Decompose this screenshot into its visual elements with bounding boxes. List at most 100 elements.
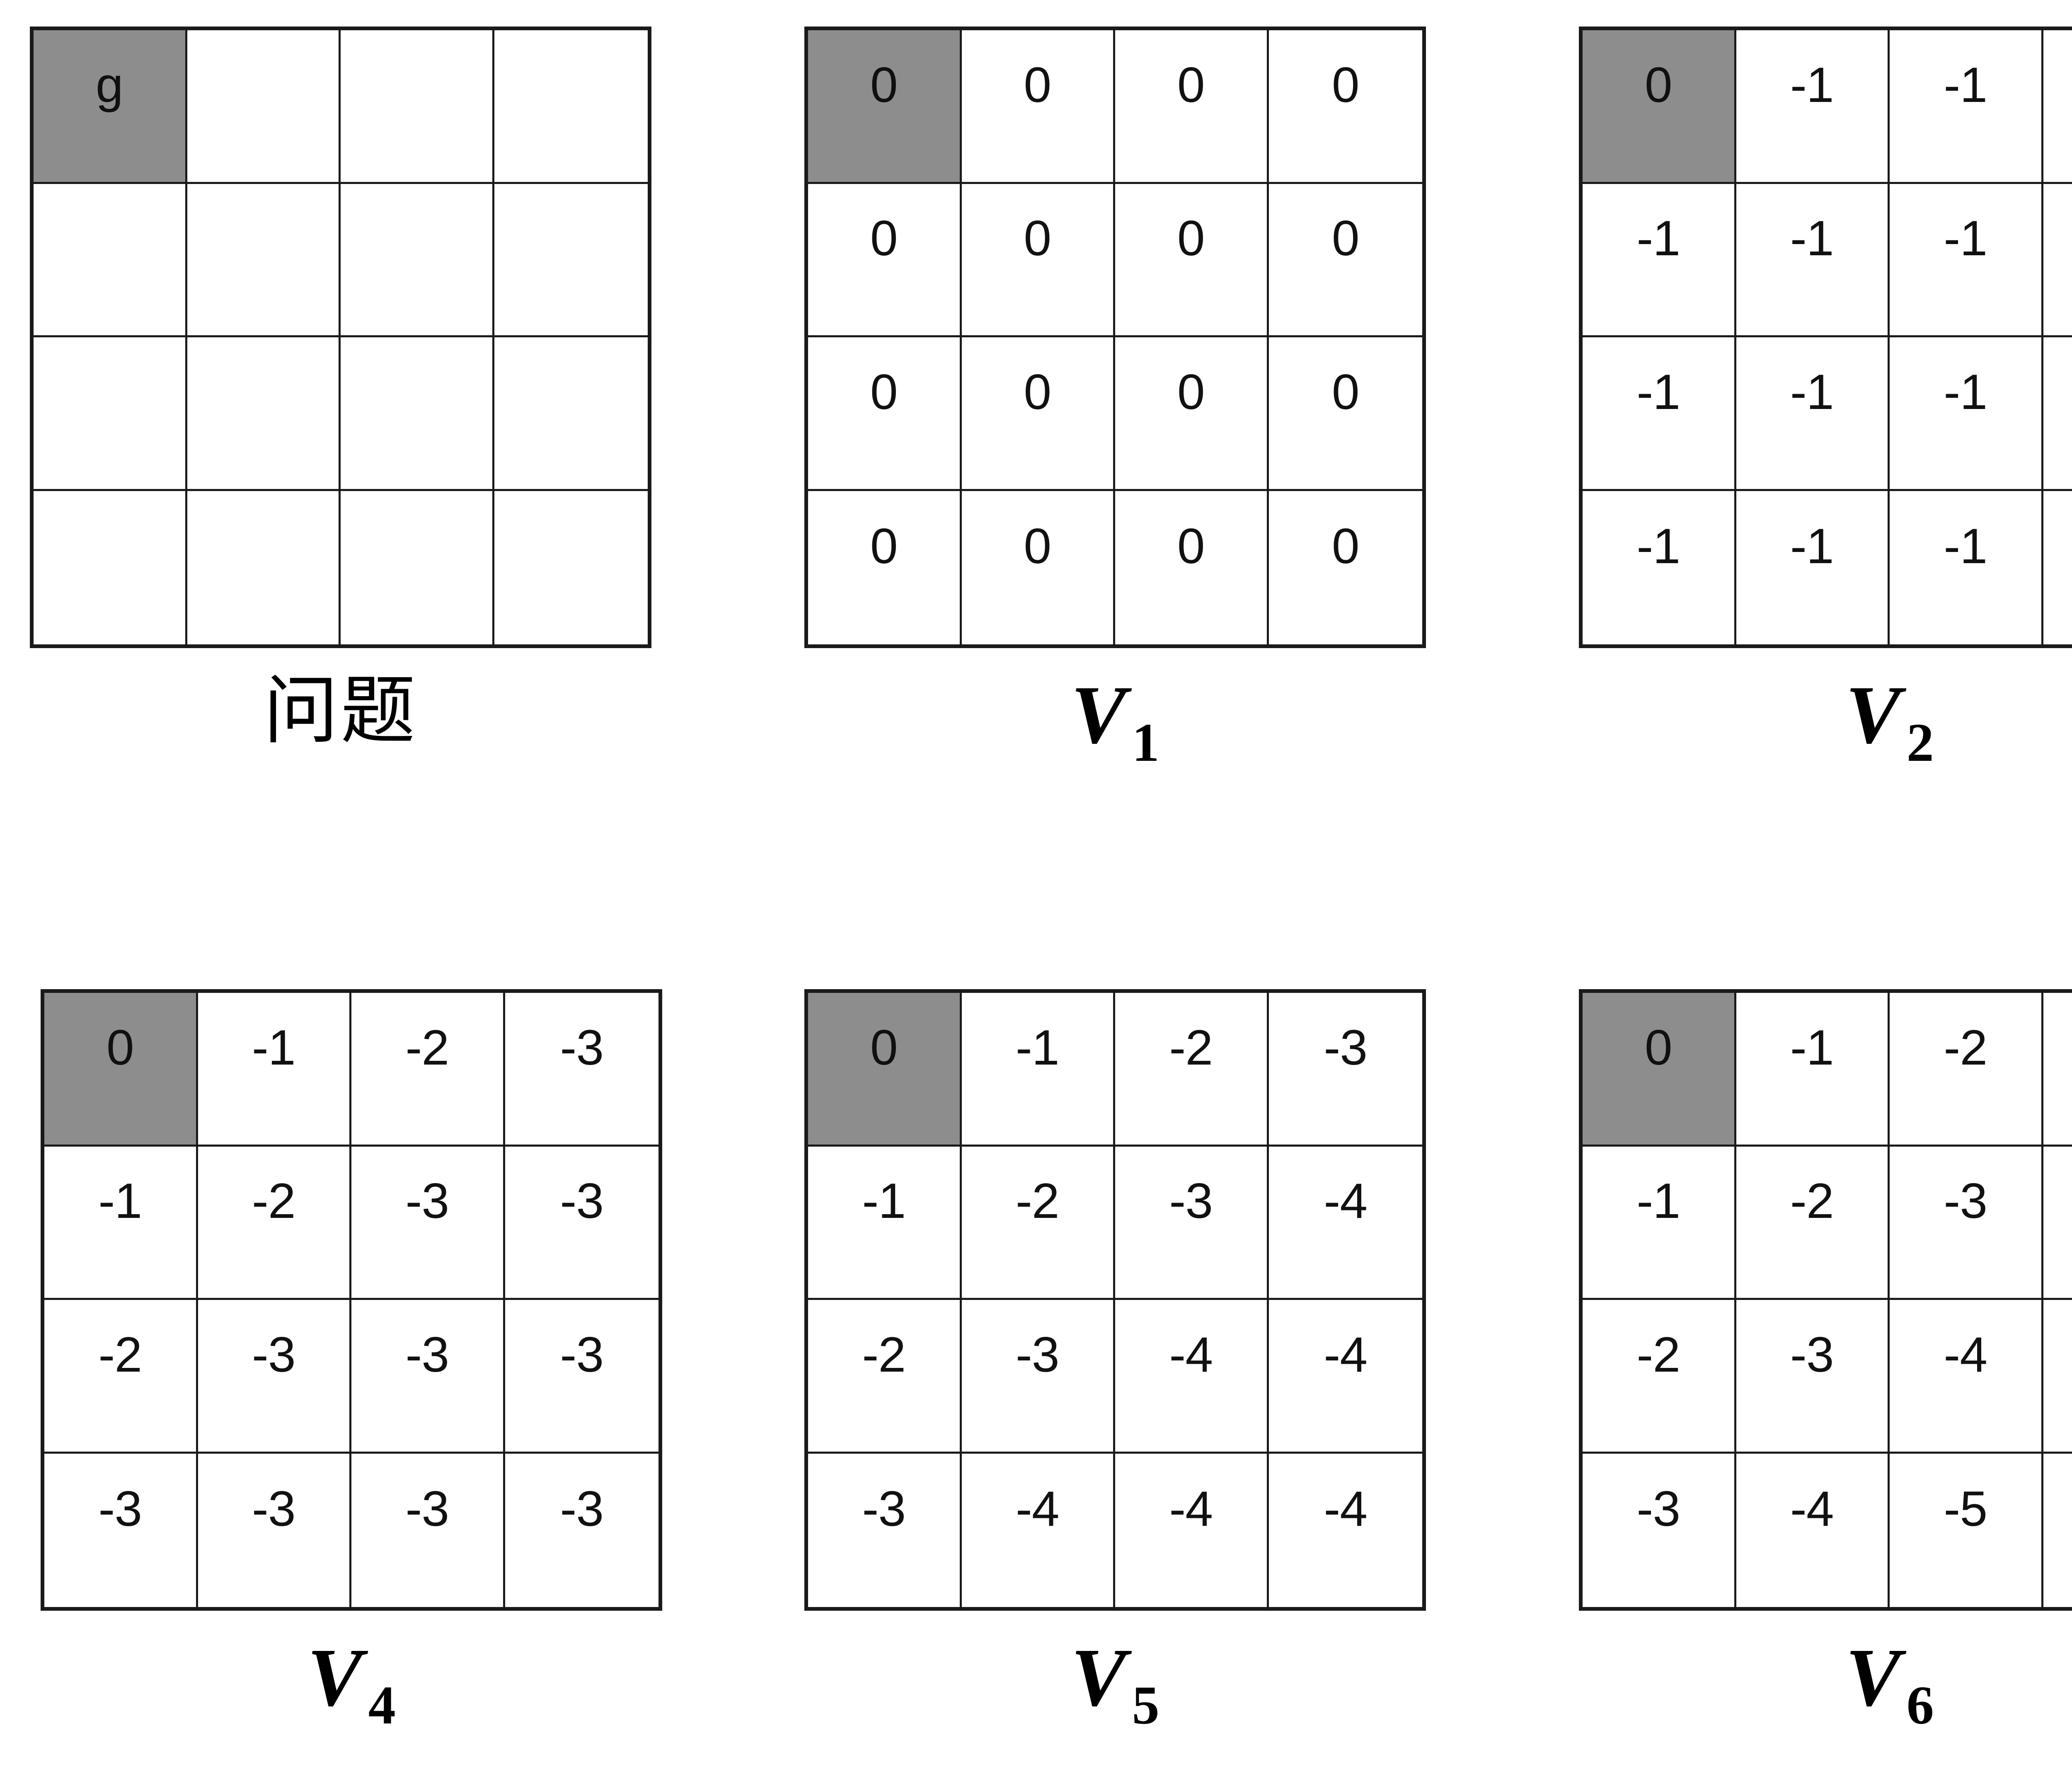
grid-cell: -1 bbox=[2043, 491, 2072, 644]
cell-value: -2 bbox=[1169, 1019, 1213, 1075]
cell-value: -4 bbox=[1790, 1481, 1834, 1537]
cell-value: -3 bbox=[98, 1481, 142, 1537]
cell-value: -1 bbox=[2043, 213, 2072, 263]
grid-cell bbox=[187, 491, 341, 644]
grid-cell: -3 bbox=[2043, 993, 2072, 1147]
cell-value: -1 bbox=[1944, 364, 1987, 420]
grid-cell: -3 bbox=[505, 1453, 658, 1607]
grid-panel-problem: g 问题 bbox=[30, 27, 651, 782]
grid-cell-goal: 0 bbox=[808, 30, 962, 184]
grid-cell: -4 bbox=[1268, 1453, 1422, 1607]
grid-cell: -2 bbox=[808, 1300, 962, 1454]
grid-cell bbox=[341, 491, 494, 644]
cell-value: -1 bbox=[1790, 211, 1834, 266]
cell-value: 0 bbox=[1177, 518, 1205, 574]
cell-value: 0 bbox=[1177, 364, 1205, 420]
cell-value: -5 bbox=[2043, 1484, 2072, 1534]
cell-value: 0 bbox=[1331, 57, 1360, 113]
grid-cell: 0 bbox=[1268, 491, 1422, 644]
grid-cell-goal: 0 bbox=[1583, 30, 1736, 184]
grid-cell: 0 bbox=[1115, 184, 1269, 337]
grid-cell-goal: 0 bbox=[808, 993, 962, 1147]
grid-cell: -3 bbox=[1268, 993, 1422, 1147]
caption-text: 问题 bbox=[263, 668, 418, 754]
grid-cell bbox=[341, 30, 494, 184]
grid-cell: -1 bbox=[1583, 337, 1736, 491]
cell-value: 0 bbox=[870, 1019, 898, 1075]
cell-value: -3 bbox=[1636, 1481, 1680, 1537]
cell-value: -4 bbox=[1324, 1326, 1368, 1382]
cell-value: -1 bbox=[1790, 364, 1834, 420]
cell-value: -1 bbox=[1944, 518, 1987, 574]
grid-cell: -2 bbox=[351, 993, 505, 1147]
value-grid-v4: 0-1-2-3-1-2-3-3-2-3-3-3-3-3-3-3 bbox=[41, 989, 662, 1611]
cell-value: -4 bbox=[1944, 1326, 1987, 1382]
caption-subscript: 4 bbox=[368, 1675, 396, 1735]
cell-value: -3 bbox=[405, 1481, 449, 1537]
cell-value: -1 bbox=[1790, 1019, 1834, 1075]
caption-symbol: V bbox=[1071, 1632, 1126, 1723]
grid-cell: -3 bbox=[1890, 1146, 2043, 1300]
cell-value: -1 bbox=[2043, 60, 2072, 110]
grid-cell: -4 bbox=[1268, 1146, 1422, 1300]
cell-value: -4 bbox=[1015, 1481, 1060, 1537]
grid-cell: -1 bbox=[1736, 993, 1890, 1147]
cell-value: -3 bbox=[2043, 1023, 2072, 1072]
cell-value: 0 bbox=[1331, 518, 1360, 574]
grid-panel-v6: 0-1-2-3-1-2-3-4-2-3-4-5-3-4-5-5V6 bbox=[1579, 989, 2072, 1744]
cell-value: 0 bbox=[870, 364, 898, 420]
value-grid-v6: 0-1-2-3-1-2-3-4-2-3-4-5-3-4-5-5 bbox=[1579, 989, 2072, 1611]
grid-cell: 0 bbox=[961, 491, 1115, 644]
grid-cell bbox=[34, 491, 187, 644]
cell-value: -4 bbox=[1169, 1481, 1213, 1537]
cell-value: -1 bbox=[1790, 518, 1834, 574]
grid-cell-goal: g bbox=[34, 30, 187, 184]
grid-cell: 0 bbox=[1268, 30, 1422, 184]
grid-cell: -2 bbox=[198, 1146, 351, 1300]
cell-value: 0 bbox=[1024, 211, 1051, 266]
grid-cell: -1 bbox=[1583, 491, 1736, 644]
grid-cell: -2 bbox=[1736, 1146, 1890, 1300]
grid-cell: -4 bbox=[1268, 1300, 1422, 1454]
cell-value: -2 bbox=[252, 1173, 296, 1229]
grid-cell: -2 bbox=[1115, 993, 1269, 1147]
grid-cell: 0 bbox=[961, 184, 1115, 337]
grid-cell: -3 bbox=[351, 1453, 505, 1607]
cell-value: -2 bbox=[1790, 1173, 1834, 1229]
grid-cell bbox=[187, 337, 341, 491]
grid-cell: 0 bbox=[808, 491, 962, 644]
panel-caption-problem: 问题 bbox=[30, 674, 651, 782]
cell-value: -4 bbox=[2043, 1176, 2072, 1226]
cell-value: -2 bbox=[98, 1326, 142, 1382]
cell-value: -3 bbox=[1015, 1326, 1060, 1382]
grid-cell bbox=[494, 184, 648, 337]
cell-value: -1 bbox=[1944, 211, 1987, 266]
cell-value: -1 bbox=[862, 1173, 906, 1229]
grid-cell: -3 bbox=[505, 1146, 658, 1300]
value-grid-v2: 0-1-1-1-1-1-1-1-1-1-1-1-1-1-1-1 bbox=[1579, 27, 2072, 648]
grid-cell: 0 bbox=[1115, 491, 1269, 644]
grid-cell: -2 bbox=[1890, 993, 2043, 1147]
grid-cell bbox=[494, 30, 648, 184]
grid-cell: -3 bbox=[351, 1300, 505, 1454]
cell-value: -1 bbox=[1636, 518, 1680, 574]
caption-symbol: V bbox=[307, 1632, 363, 1723]
cell-value: 0 bbox=[1177, 57, 1205, 113]
cell-value: -3 bbox=[560, 1481, 604, 1537]
grid-cell: -2 bbox=[961, 1146, 1115, 1300]
cell-value: -1 bbox=[2043, 521, 2072, 571]
grid-cell: -1 bbox=[1583, 1146, 1736, 1300]
cell-value: 0 bbox=[1177, 211, 1205, 266]
caption-subscript: 1 bbox=[1132, 712, 1159, 773]
grid-cell bbox=[494, 491, 648, 644]
grid-cell: -1 bbox=[1890, 30, 2043, 184]
cell-value: 0 bbox=[1024, 518, 1051, 574]
cell-value: 0 bbox=[870, 518, 898, 574]
grid-cell: -4 bbox=[1115, 1300, 1269, 1454]
cell-value: -4 bbox=[1324, 1173, 1368, 1229]
caption-symbol: V bbox=[1845, 1632, 1901, 1723]
